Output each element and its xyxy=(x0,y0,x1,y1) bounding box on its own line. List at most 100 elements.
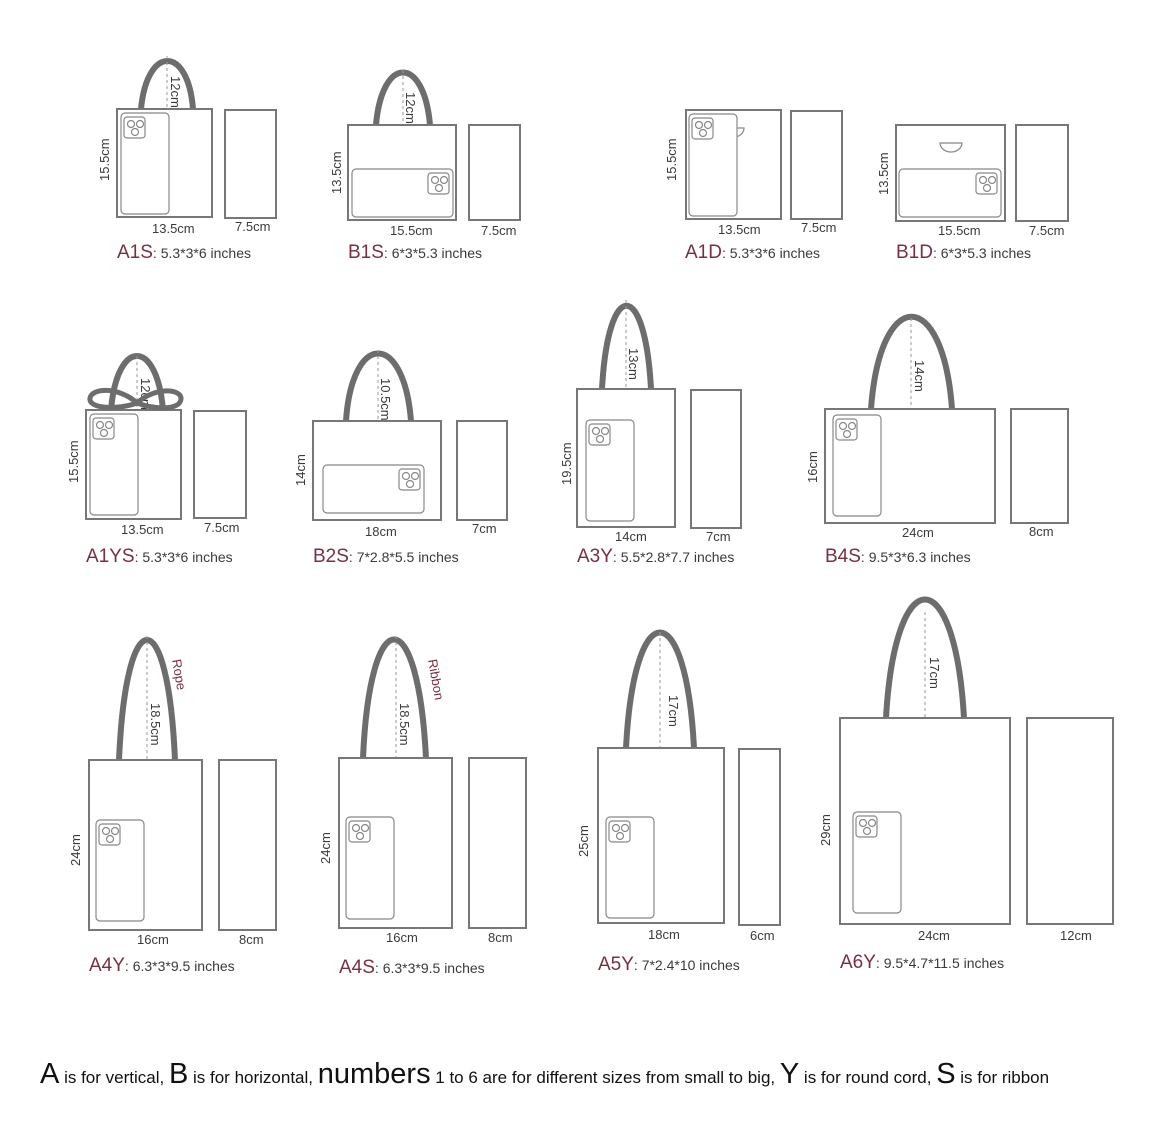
depth-dimension: 7cm xyxy=(706,529,731,544)
width-dimension: 13.5cm xyxy=(718,222,761,237)
depth-dimension: 7.5cm xyxy=(204,520,239,535)
depth-dimension: 7.5cm xyxy=(1029,223,1064,238)
bag-handle xyxy=(373,69,433,126)
height-dimension: 14cm xyxy=(293,454,308,486)
legend-text-a: is for vertical, xyxy=(59,1068,169,1087)
legend-text-y: is for round cord, xyxy=(799,1068,937,1087)
phone-icon xyxy=(322,464,425,514)
legend-text-s: is for ribbon xyxy=(955,1068,1050,1087)
naming-legend: A is for vertical, B is for horizontal, … xyxy=(40,1058,1049,1091)
width-dimension: 15.5cm xyxy=(938,223,981,238)
bag-label: A1YS: 5.3*3*6 inches xyxy=(86,546,233,567)
phone-icon xyxy=(95,819,145,922)
bag-A1S: 12cm 15.5cm 13.5cm 7.5cm A1S: 5.3*3*6 in… xyxy=(97,56,277,263)
depth-dimension: 7cm xyxy=(472,521,497,536)
bag-side xyxy=(468,124,521,221)
depth-dimension: 8cm xyxy=(488,930,513,945)
bag-label: B1D: 6*3*5.3 inches xyxy=(896,242,1031,263)
handle-dimension: 10.5cm xyxy=(378,378,393,421)
height-dimension: 24cm xyxy=(68,834,83,866)
legend-letter-a: A xyxy=(40,1058,60,1090)
width-dimension: 15.5cm xyxy=(390,223,433,238)
bag-A4Y: 18.5cm Rope 24cm 16cm 8cm A4Y: 6.3*3*9.5… xyxy=(68,636,277,976)
bag-B1D: 13.5cm 15.5cm 7.5cm B1D: 6*3*5.3 inches xyxy=(876,124,1069,263)
bag-handle xyxy=(116,637,178,761)
bag-label: A1D: 5.3*3*6 inches xyxy=(685,242,820,263)
height-dimension: 15.5cm xyxy=(66,440,81,483)
phone-icon xyxy=(351,168,454,218)
bag-A1D: 15.5cm 13.5cm 7.5cm A1D: 5.3*3*6 inches xyxy=(664,109,843,263)
width-dimension: 18cm xyxy=(648,927,680,942)
bag-side xyxy=(218,759,277,931)
bag-B1S: 12cm 13.5cm 15.5cm 7.5cm B1S: 6*3*5.3 in… xyxy=(329,69,521,263)
height-dimension: 19.5cm xyxy=(559,442,574,485)
legend-text-b: is for horizontal, xyxy=(188,1068,318,1087)
depth-dimension: 6cm xyxy=(750,928,775,943)
legend-letter-s: S xyxy=(936,1058,956,1090)
phone-icon xyxy=(345,816,395,920)
handle-type-label: Ribbon xyxy=(425,658,447,701)
bag-label: A4Y: 6.3*3*9.5 inches xyxy=(89,955,235,976)
height-dimension: 25cm xyxy=(576,825,591,857)
legend-text-numbers: 1 to 6 are for different sizes from smal… xyxy=(430,1068,780,1087)
bag-side xyxy=(1015,124,1069,222)
handle-dimension: 18.5cm xyxy=(148,703,163,746)
bag-handle xyxy=(360,636,429,759)
width-dimension: 16cm xyxy=(386,930,418,945)
phone-icon xyxy=(89,413,139,516)
bag-handle xyxy=(343,350,414,422)
bag-side xyxy=(193,410,247,519)
bag-A5Y: 17cm 25cm 18cm 6cm A5Y: 7*2.4*10 inches xyxy=(576,629,781,975)
bag-B2S: 10.5cm 14cm 18cm 7cm B2S: 7*2.8*5.5 inch… xyxy=(293,350,508,567)
phone-icon xyxy=(585,419,635,522)
legend-word-numbers: numbers xyxy=(317,1058,431,1090)
bag-side xyxy=(790,110,843,220)
height-dimension: 24cm xyxy=(318,832,333,864)
width-dimension: 13.5cm xyxy=(152,221,195,236)
bag-A6Y: 17cm 29cm 24cm 12cm A6Y: 9.5*4.7*11.5 in… xyxy=(818,596,1114,973)
depth-dimension: 7.5cm xyxy=(481,223,516,238)
bag-label: A5Y: 7*2.4*10 inches xyxy=(598,954,740,975)
bag-B4S: 14cm 16cm 24cm 8cm B4S: 9.5*3*6.3 inches xyxy=(805,313,1069,567)
legend-letter-y: Y xyxy=(779,1058,800,1090)
bag-handle xyxy=(868,313,955,410)
depth-dimension: 7.5cm xyxy=(801,220,836,235)
width-dimension: 14cm xyxy=(615,529,647,544)
height-dimension: 15.5cm xyxy=(97,138,112,181)
handle-dimension: 13cm xyxy=(626,348,641,380)
height-dimension: 13.5cm xyxy=(329,151,344,194)
width-dimension: 24cm xyxy=(902,525,934,540)
height-dimension: 13.5cm xyxy=(876,152,891,195)
bag-A1YS: 12cm 15.5cm 13.5cm 7.5cm A1YS: 5.3*3*6 i… xyxy=(66,353,247,567)
bag-handle xyxy=(138,58,196,110)
depth-dimension: 8cm xyxy=(239,932,264,947)
depth-dimension: 7.5cm xyxy=(235,219,270,234)
width-dimension: 13.5cm xyxy=(121,522,164,537)
handle-type-label: Rope xyxy=(169,658,189,691)
phone-icon xyxy=(898,168,1002,218)
bag-label: A6Y: 9.5*4.7*11.5 inches xyxy=(840,952,1004,973)
handle-dimension: 14cm xyxy=(912,360,927,392)
phone-icon xyxy=(688,113,738,217)
height-dimension: 29cm xyxy=(818,814,833,846)
phone-icon xyxy=(605,816,655,919)
bag-A3Y: 13cm 19.5cm 14cm 7cm A3Y: 5.5*2.8*7.7 in… xyxy=(559,300,742,567)
ribbon-bow-icon xyxy=(87,387,184,411)
bag-label: A3Y: 5.5*2.8*7.7 inches xyxy=(577,546,734,567)
handle-dimension: 18.5cm xyxy=(397,703,412,746)
bag-side xyxy=(690,389,742,529)
legend-letter-b: B xyxy=(168,1058,189,1090)
height-dimension: 16cm xyxy=(805,451,820,483)
width-dimension: 24cm xyxy=(918,928,950,943)
bag-side xyxy=(456,420,508,521)
cutout-handle-icon xyxy=(939,142,963,153)
bag-label: A1S: 5.3*3*6 inches xyxy=(117,242,251,263)
bag-label: A4S: 6.3*3*9.5 inches xyxy=(339,957,485,978)
bag-A4S: 18.5cm Ribbon 24cm 16cm 8cm A4S: 6.3*3*9… xyxy=(318,636,527,978)
bag-side xyxy=(224,109,277,219)
bag-side xyxy=(468,757,527,929)
phone-icon xyxy=(852,811,902,914)
handle-dimension: 12cm xyxy=(168,76,183,108)
depth-dimension: 12cm xyxy=(1060,928,1092,943)
